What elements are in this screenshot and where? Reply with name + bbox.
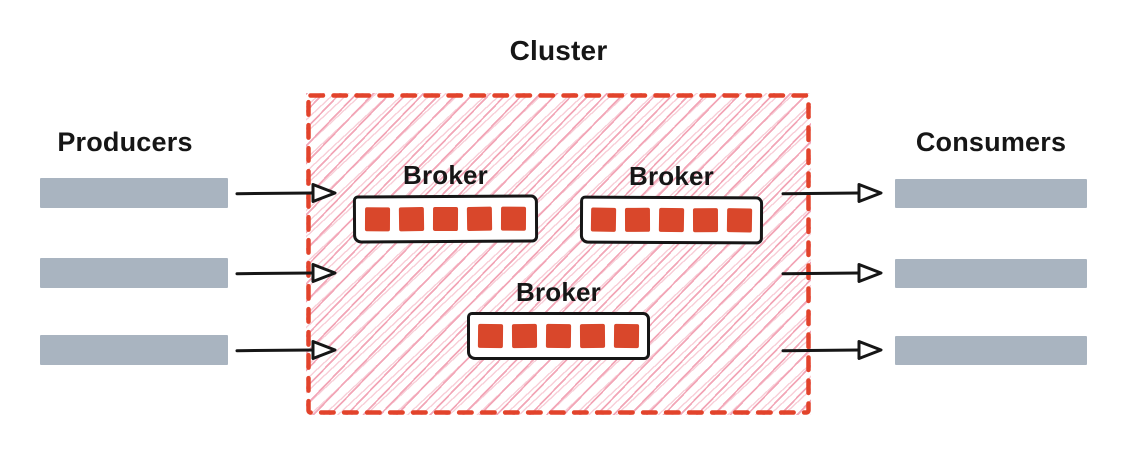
cluster-to-consumer-arrow [781,340,883,360]
broker-group-2: Broker [579,159,764,245]
broker-group-3: Broker [467,275,650,360]
partition-square [658,207,685,233]
cluster-to-consumer-arrow [781,263,883,283]
broker-group-1: Broker [352,158,539,244]
consumers-label: Consumers [915,127,1067,157]
broker-2-box [579,195,764,245]
partition-square [511,323,538,349]
consumer-stream-bar [895,335,1087,365]
partition-square [590,207,617,232]
broker-3-box [467,312,650,360]
producer-to-cluster-arrow [235,263,337,283]
producer-stream-bar [40,178,228,208]
partition-square [613,323,640,349]
cluster-to-consumer-arrow [781,183,883,203]
consumer-stream-bar [895,258,1087,288]
producer-to-cluster-arrow [235,183,337,203]
partition-square [364,207,391,232]
cluster-boundary [306,93,811,415]
partition-square [579,323,606,349]
partition-square [726,208,753,233]
partition-square [432,206,459,232]
broker-1-label: Broker [402,160,488,190]
partition-square [545,323,572,349]
producers-label: Producers [57,127,193,157]
broker-1-box [352,194,539,244]
partition-square [624,207,651,232]
cluster-dashed-border [306,93,811,415]
partition-square [398,207,425,232]
producer-stream-bar [40,258,228,288]
producer-to-cluster-arrow [235,340,337,360]
broker-3-label: Broker [515,277,601,307]
partition-square [692,208,719,233]
cluster-title: Cluster [509,35,608,66]
broker-2-label: Broker [628,161,714,191]
partition-square [466,206,493,231]
partition-square [500,206,527,231]
partition-square [477,323,504,349]
consumer-stream-bar [895,178,1087,208]
producer-stream-bar [40,335,228,365]
